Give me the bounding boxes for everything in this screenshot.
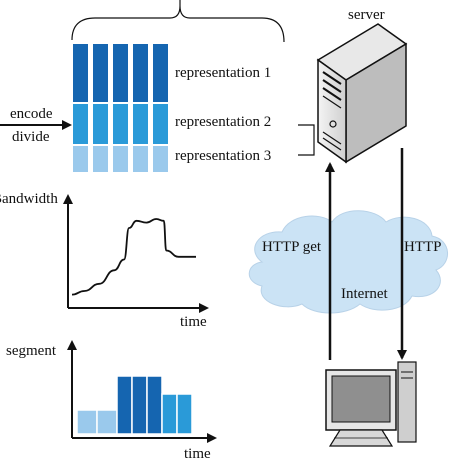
representation-3-segment: [153, 146, 168, 172]
representation-3-segment: [73, 146, 88, 172]
downloaded-segment-bar: [146, 375, 163, 435]
representation-2-segment: [93, 104, 108, 144]
representation-1-segment: [133, 44, 148, 102]
representation-3-segment: [133, 146, 148, 172]
representation-1-segment: [153, 44, 168, 102]
downloaded-segment-bar: [161, 393, 178, 435]
representation-segments-grid: [73, 44, 168, 172]
server-label: server: [348, 7, 385, 23]
bandwidth-curve: [71, 218, 196, 296]
http-get-label: HTTP get: [262, 239, 322, 255]
bandwidth-axis-label: Bandwidth: [0, 191, 58, 207]
representation-2-segment: [113, 104, 128, 144]
representation-3-label: representation 3: [175, 148, 272, 164]
encode-label: encode: [10, 106, 53, 122]
representation-3-segment: [93, 146, 108, 172]
segment-graph: [67, 340, 217, 443]
bandwidth-graph: [63, 194, 209, 313]
grouping-brace: [71, 0, 285, 43]
divide-label: divide: [12, 129, 50, 145]
representation-1-label: representation 1: [175, 65, 272, 81]
representation-1-segment: [73, 44, 88, 102]
representation-to-server-connector: [298, 124, 315, 156]
downloaded-segment-bar: [116, 375, 133, 435]
internet-label: Internet: [341, 286, 388, 302]
internet-cloud-icon: [248, 210, 448, 314]
client-computer-icon: [325, 361, 417, 447]
time-axis-label-1: time: [180, 314, 207, 330]
downloaded-segment-bar: [176, 393, 193, 435]
representation-2-label: representation 2: [175, 114, 272, 130]
representation-2-segment: [73, 104, 88, 144]
http-label: HTTP: [404, 239, 442, 255]
representation-2-segment: [133, 104, 148, 144]
segment-axis-label: segment: [6, 343, 56, 359]
representation-1-segment: [93, 44, 108, 102]
server-icon: [316, 23, 408, 164]
segment-bars: [76, 375, 193, 435]
downloaded-segment-bar: [131, 375, 148, 435]
representation-3-segment: [113, 146, 128, 172]
downloaded-segment-bar: [96, 409, 118, 435]
time-axis-label-2: time: [184, 446, 211, 462]
representation-1-segment: [113, 44, 128, 102]
representation-2-segment: [153, 104, 168, 144]
downloaded-segment-bar: [76, 409, 98, 435]
